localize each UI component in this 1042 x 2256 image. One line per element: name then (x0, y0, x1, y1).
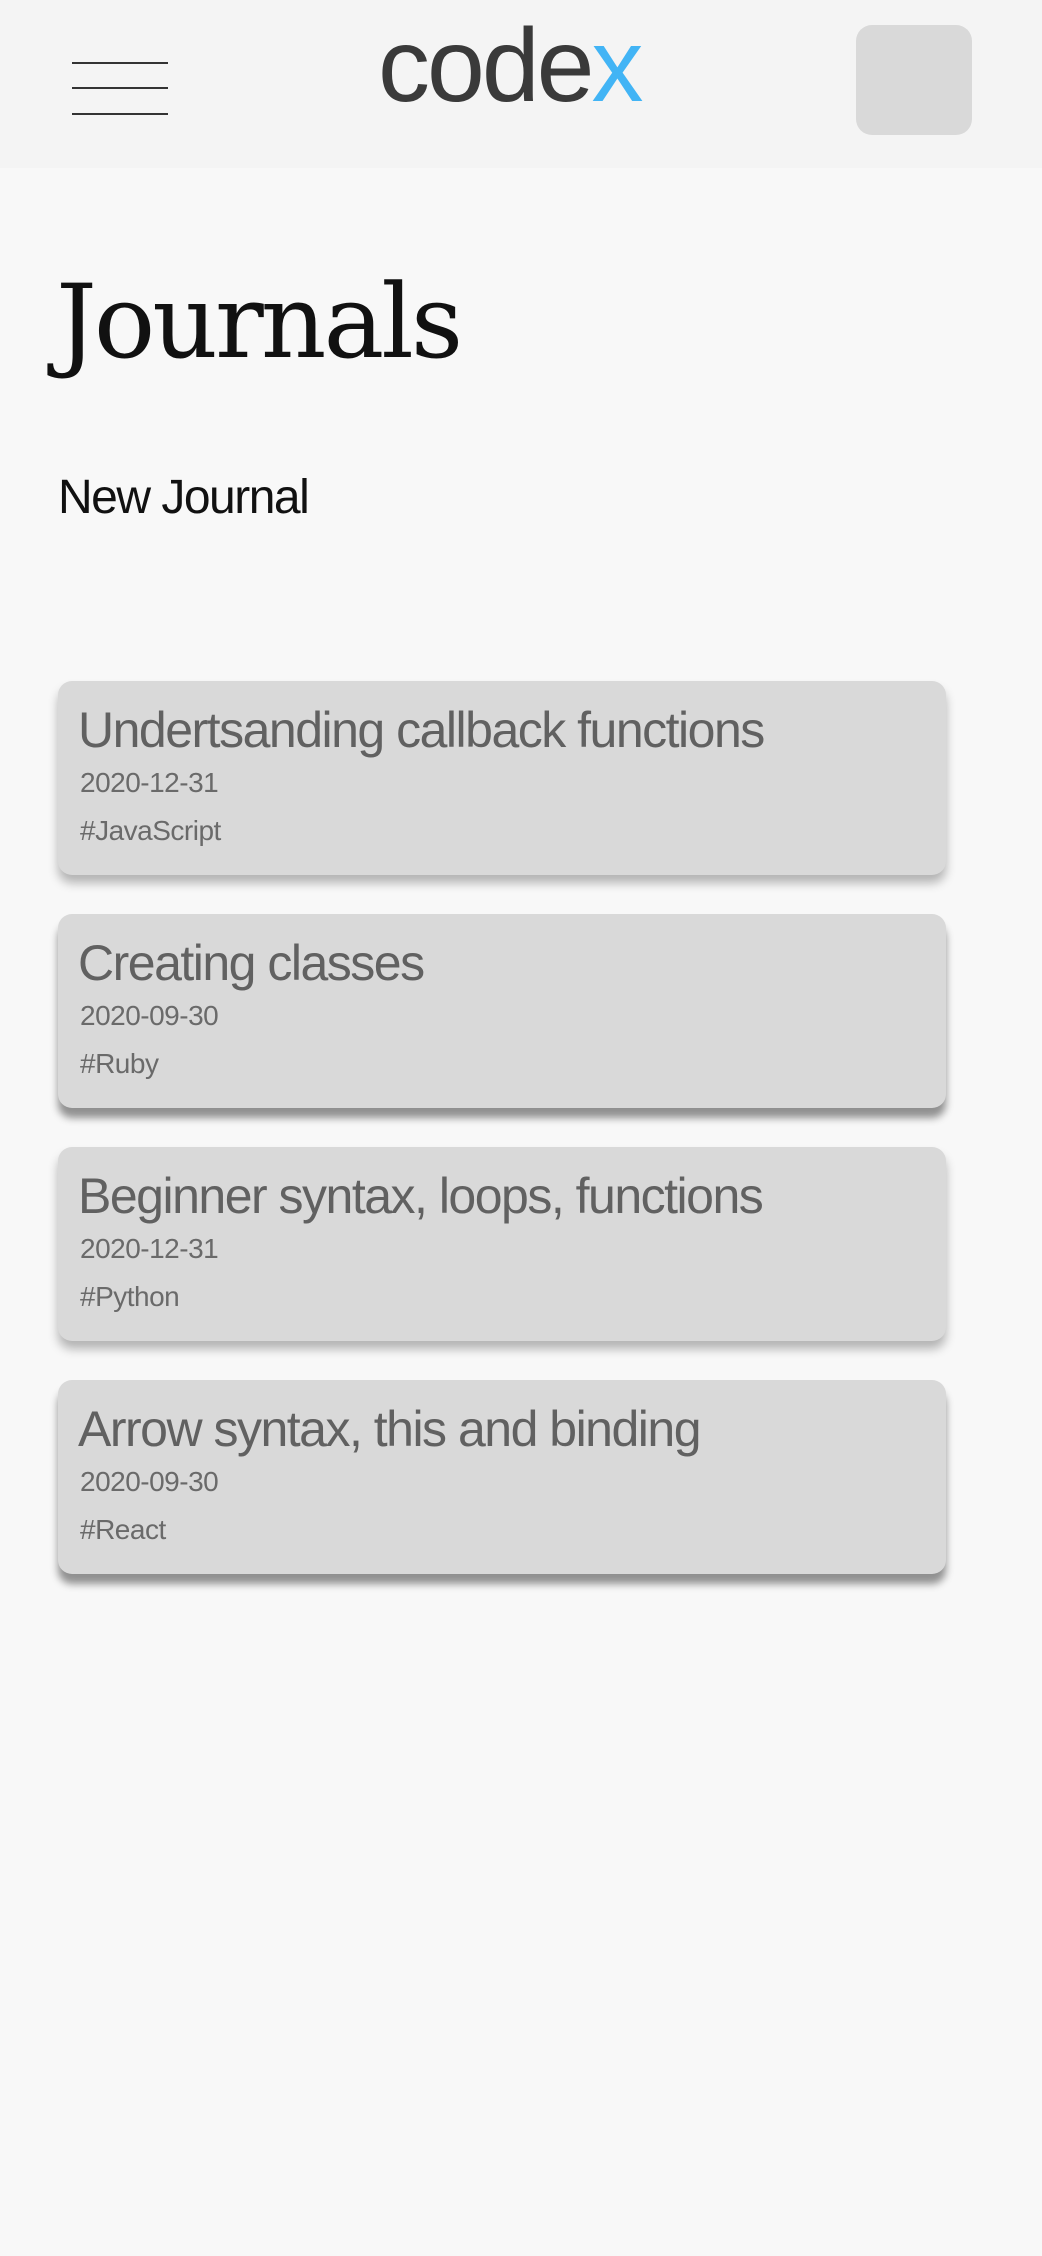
journal-tag: #Python (80, 1281, 180, 1312)
new-journal-button[interactable]: New Journal (58, 471, 310, 524)
page-title: Journals (56, 263, 463, 382)
hamburger-menu-icon[interactable] (72, 62, 168, 116)
journal-tag: #Ruby (80, 1048, 159, 1079)
journal-card[interactable]: Arrow syntax, this and binding 2020-09-3… (58, 1380, 946, 1574)
app-logo[interactable]: codex (378, 14, 644, 118)
top-bar: codex (0, 0, 1042, 168)
journal-card[interactable]: Creating classes 2020-09-30 #Ruby (58, 914, 946, 1108)
menu-line (72, 113, 168, 115)
journal-date: 2020-12-31 (80, 767, 219, 798)
journal-title: Creating classes (78, 935, 425, 991)
journal-date: 2020-09-30 (80, 1466, 219, 1497)
journal-date: 2020-12-31 (80, 1233, 219, 1264)
logo-text-accent: x (591, 8, 644, 124)
journal-card[interactable]: Undertsanding callback functions 2020-12… (58, 681, 946, 875)
journal-list: Undertsanding callback functions 2020-12… (58, 681, 946, 1613)
menu-line (72, 62, 168, 64)
journal-title: Beginner syntax, loops, functions (78, 1168, 764, 1224)
menu-line (72, 87, 168, 89)
logo-text-main: code (378, 8, 595, 124)
journal-date: 2020-09-30 (80, 1000, 219, 1031)
journal-tag: #React (80, 1514, 166, 1545)
journal-card[interactable]: Beginner syntax, loops, functions 2020-1… (58, 1147, 946, 1341)
avatar-button[interactable] (856, 25, 972, 135)
journal-tag: #JavaScript (80, 815, 221, 846)
journal-title: Undertsanding callback functions (78, 702, 765, 758)
journal-title: Arrow syntax, this and binding (78, 1401, 702, 1457)
